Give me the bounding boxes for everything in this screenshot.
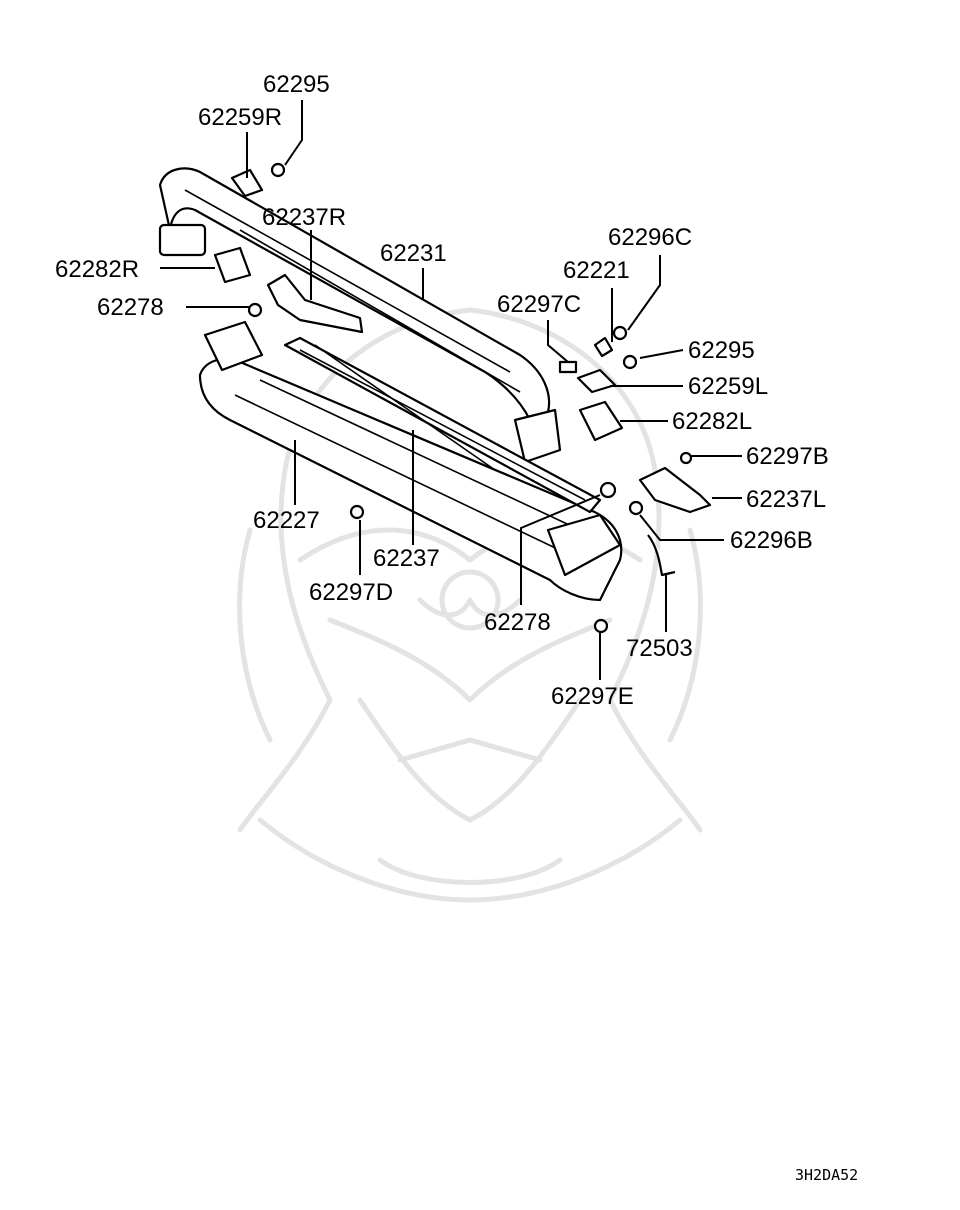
stay-62282R xyxy=(213,246,252,284)
diagram-code: 3H2DA52 xyxy=(795,1166,858,1184)
fasteners xyxy=(247,162,693,634)
label-62259L: 62259L xyxy=(688,373,768,400)
bracket-62259R xyxy=(230,168,264,198)
label-62295-top: 62295 xyxy=(263,71,330,98)
label-62295-right: 62295 xyxy=(688,337,755,364)
label-62297E: 62297E xyxy=(551,683,634,710)
label-62297D: 62297D xyxy=(309,579,393,606)
label-62282L: 62282L xyxy=(672,408,752,435)
label-62282R: 62282R xyxy=(55,256,139,283)
label-62237L: 62237L xyxy=(746,486,826,513)
label-62296B: 62296B xyxy=(730,527,813,554)
label-62297C: 62297C xyxy=(497,291,581,318)
bracket-62237R xyxy=(266,273,364,334)
label-62237: 62237 xyxy=(373,545,440,572)
watermark-mask xyxy=(237,307,703,903)
label-72503: 72503 xyxy=(626,635,693,662)
leader-lines xyxy=(160,100,742,680)
stay-62282L xyxy=(578,400,624,442)
label-62221: 62221 xyxy=(563,257,630,284)
label-62259R: 62259R xyxy=(198,104,282,131)
label-62227: 62227 xyxy=(253,507,320,534)
label-62231: 62231 xyxy=(380,240,447,267)
bracket-62237L xyxy=(638,466,712,514)
label-62237R: 62237R xyxy=(262,204,346,231)
part-labels: 62295 62259R 62237R 62231 62282R 62278 6… xyxy=(55,71,829,710)
label-62278-left: 62278 xyxy=(97,294,164,321)
center-plate-62237 xyxy=(283,336,602,514)
lower-beam-62227 xyxy=(198,320,623,602)
label-62278-bottom: 62278 xyxy=(484,609,551,636)
label-62297B: 62297B xyxy=(746,443,829,470)
bracket-62259L xyxy=(576,368,617,394)
upper-reinforcement-62231 xyxy=(158,167,562,464)
label-62296C: 62296C xyxy=(608,224,692,251)
